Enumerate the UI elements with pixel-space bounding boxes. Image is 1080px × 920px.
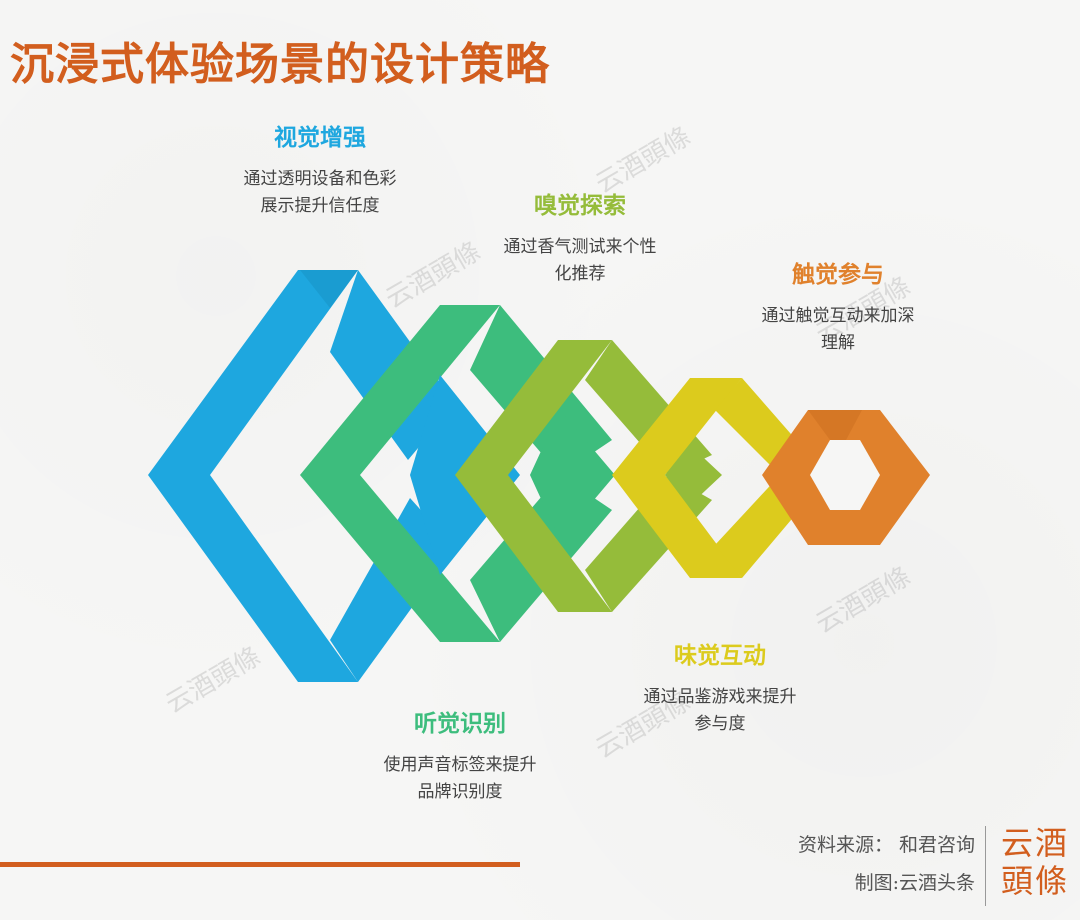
strategy-title: 听觉识别 <box>414 711 506 737</box>
strategy-description: 通过品鉴游戏来提升 参与度 <box>643 687 797 734</box>
page-title: 沉浸式体验场景的设计策略 <box>10 39 550 90</box>
strategy-description: 通过触觉互动来加深 理解 <box>761 306 915 353</box>
strategy-gustatory: 味觉互动 通过品鉴游戏来提升 参与度 <box>600 636 840 738</box>
sense-shape-tactile <box>762 410 930 545</box>
strategy-visual: 视觉增强 通过透明设备和色彩 展示提升信任度 <box>200 118 440 220</box>
source-line: 资料来源： 和君咨询 <box>797 834 975 856</box>
footer-rule <box>0 862 520 867</box>
strategy-description: 通过香气测试来个性 化推荐 <box>503 237 657 284</box>
strategy-tactile: 触觉参与 通过触觉互动来加深 理解 <box>718 255 958 357</box>
strategy-description: 使用声音标签来提升 品牌识别度 <box>383 755 537 802</box>
credit-line: 制图:云酒头条 <box>854 872 975 894</box>
strategy-title: 触觉参与 <box>792 262 884 288</box>
footer-divider <box>985 826 986 906</box>
source-note: 资料来源： 和君咨询 制图:云酒头条 <box>798 826 975 902</box>
strategy-description: 通过透明设备和色彩 展示提升信任度 <box>243 169 397 216</box>
brand-logo: 云酒 頭條 <box>1000 824 1069 900</box>
strategy-title: 嗅觉探索 <box>534 193 626 219</box>
strategy-olfactory: 嗅觉探索 通过香气测试来个性 化推荐 <box>460 186 700 288</box>
strategy-title: 味觉互动 <box>674 643 766 669</box>
strategy-title: 视觉增强 <box>274 125 366 151</box>
strategy-auditory: 听觉识别 使用声音标签来提升 品牌识别度 <box>340 704 580 806</box>
